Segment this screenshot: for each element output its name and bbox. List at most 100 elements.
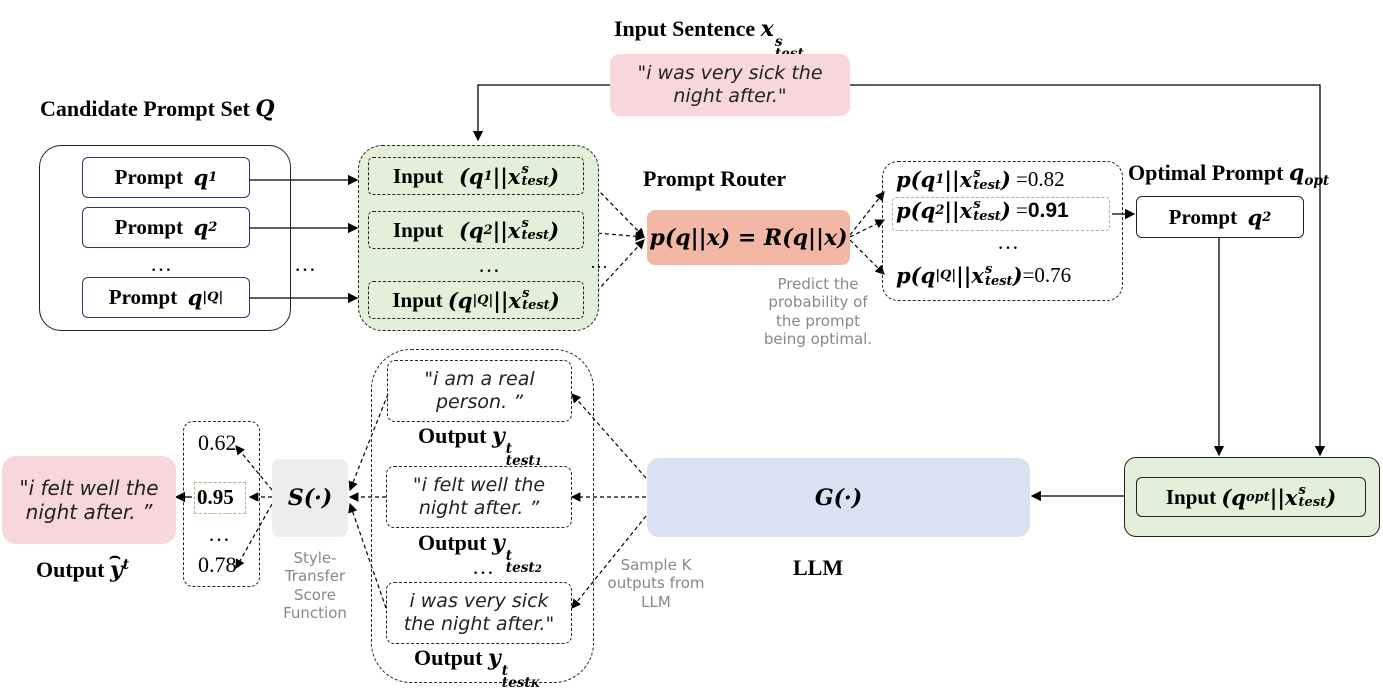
output-1-label-word: Output	[418, 423, 487, 448]
llm-to-outputK-arrow	[571, 515, 647, 609]
output-k-text: i was very sick the night after."	[403, 589, 555, 635]
input-item-2-word: Input	[392, 217, 444, 242]
optimal-prompt-word: Prompt	[1168, 204, 1238, 229]
candidate-set-math: Q	[255, 96, 275, 122]
scorer-formula: S(·)	[287, 485, 333, 511]
optimal-prompt-title-math: q	[1288, 160, 1305, 186]
candidate-set-container	[39, 145, 291, 331]
candidate-prompt-1-sub: 1	[208, 170, 218, 185]
scorer-to-score1-arrow	[235, 445, 273, 491]
input-item-q-word: Input	[392, 287, 443, 312]
candidate-prompt-1-word: Prompt	[114, 165, 184, 189]
input-sentence-math: x	[760, 16, 774, 42]
final-input-word: Input	[1165, 484, 1217, 509]
llm-formula: G(·)	[814, 484, 863, 511]
candidate-set-title-text: Candidate Prompt Set	[40, 96, 250, 121]
candidate-prompt-q-word: Prompt	[108, 285, 178, 309]
output1-to-scorer-arrow	[348, 393, 389, 492]
probabilities-group	[882, 161, 1123, 301]
candidate-prompt-q-math: q	[187, 285, 203, 310]
candidate-ellipsis: …	[150, 251, 172, 276]
prob-ellipsis: …	[997, 229, 1019, 254]
sentence-to-inputs-arrow	[472, 84, 610, 142]
output-k-label-word: Output	[414, 645, 483, 670]
candidate-prompt-q-sub: |Q|	[202, 290, 224, 305]
inputs-ellipsis: …	[478, 252, 500, 277]
prompt-router-formula: p(q||x) = R(q||x)	[649, 224, 848, 251]
scorer-to-scoreK-arrow	[235, 503, 273, 570]
optimal-prompt-title-text: Optimal Prompt	[1128, 160, 1284, 185]
candidate-prompt-2-sub: 2	[208, 220, 218, 235]
router-to-pQ-arrow	[849, 239, 885, 275]
output-k-sub: K	[530, 678, 540, 691]
candidate-prompt-2-word: Prompt	[114, 215, 184, 239]
prob-value-2: 0.91	[1027, 198, 1069, 222]
llm-title: LLM	[793, 555, 844, 580]
final-output-yhat: ⌢yt	[108, 546, 130, 584]
input-sentence-title-text: Input Sentence	[614, 16, 756, 41]
optimal-prompt-sub: 2	[1262, 209, 1272, 225]
outputs-group	[371, 349, 594, 683]
outputK-to-scorer-arrow	[348, 502, 387, 609]
candidate-prompt-2-math: q	[193, 215, 209, 240]
prompt-router-title: Prompt Router	[643, 166, 787, 191]
optimal-prompt-math: q	[1247, 204, 1263, 230]
prompt-router-box: p(q||x) = R(q||x)	[647, 210, 850, 265]
optimal-prompt-title: Optimal Prompt qopt	[1128, 160, 1329, 189]
input-item-1-word: Input	[392, 163, 444, 188]
output-2-text: "i felt well the night after. ”	[412, 473, 546, 519]
sentence-to-final-input-arrow	[850, 84, 1326, 457]
output-2-label-word: Output	[418, 530, 487, 555]
input-sentence-text: "i was very sick the night after."	[637, 61, 823, 107]
input-item-2-sub: 2	[483, 222, 493, 238]
scorer-note: Style-Transfer Score Function	[283, 549, 347, 622]
inputs-group	[358, 145, 599, 331]
candidate-set-title: Candidate Prompt Set Q	[40, 96, 275, 122]
llm-box: G(·)	[647, 458, 1030, 537]
prompt-router-note: Predict the probability of the prompt be…	[763, 275, 873, 348]
scores-group	[183, 421, 260, 587]
output-1-sub: 1	[534, 456, 542, 469]
candidate-prompt-1-math: q	[193, 165, 209, 190]
score-2-highlight	[194, 482, 246, 514]
output-2-sub: 2	[534, 563, 542, 576]
final-output-label-word: Output	[36, 557, 105, 583]
final-input-group	[1124, 457, 1380, 537]
router-to-p1-arrow	[849, 191, 885, 236]
router-to-p2-arrow	[849, 219, 886, 238]
llm-to-output1-arrow	[571, 393, 647, 479]
final-output-text: "i felt well the night after. ”	[19, 475, 159, 524]
input-sentence-sup: s	[774, 33, 783, 50]
prob-row-2-highlight	[892, 197, 1110, 231]
final-output-label: Output ⌢yt	[36, 546, 130, 584]
inputs-side-ellipsis: …	[590, 252, 608, 272]
sample-note: Sample K outputs from LLM	[607, 556, 705, 611]
output-k-box: i was very sick the night after."	[386, 582, 572, 644]
prob-value-1: =0.82	[1016, 167, 1065, 191]
candidate-prompt-q: Prompt q|Q|	[82, 277, 250, 318]
output-1-box: "i am a real person. ”	[387, 360, 572, 422]
output-1-text: "i am a real person. ”	[424, 367, 535, 413]
input-sentence-box: "i was very sick the night after."	[610, 54, 850, 116]
prob-value-q: =0.76	[1022, 263, 1072, 287]
score-k: 0.78	[198, 552, 237, 577]
input-item-1-sub: 1	[483, 168, 493, 184]
candidate-side-ellipsis: …	[294, 251, 316, 276]
score-1: 0.62	[198, 430, 237, 455]
score-ellipsis: …	[208, 521, 230, 546]
